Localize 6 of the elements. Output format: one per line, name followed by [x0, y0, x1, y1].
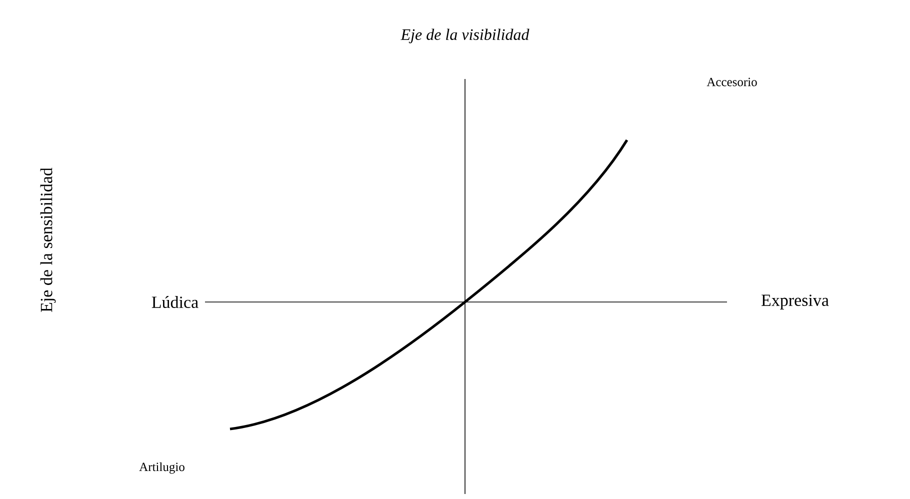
axis-label: Lúdica	[152, 296, 198, 308]
axis-label: Expresiva	[762, 294, 829, 310]
axis-label: Eje de la sensibilidad	[40, 168, 56, 312]
point-label: Accesorio	[706, 78, 757, 86]
point-label: Artilugio	[139, 462, 184, 474]
diagram-title: Eje de la visibilidad	[400, 28, 530, 44]
